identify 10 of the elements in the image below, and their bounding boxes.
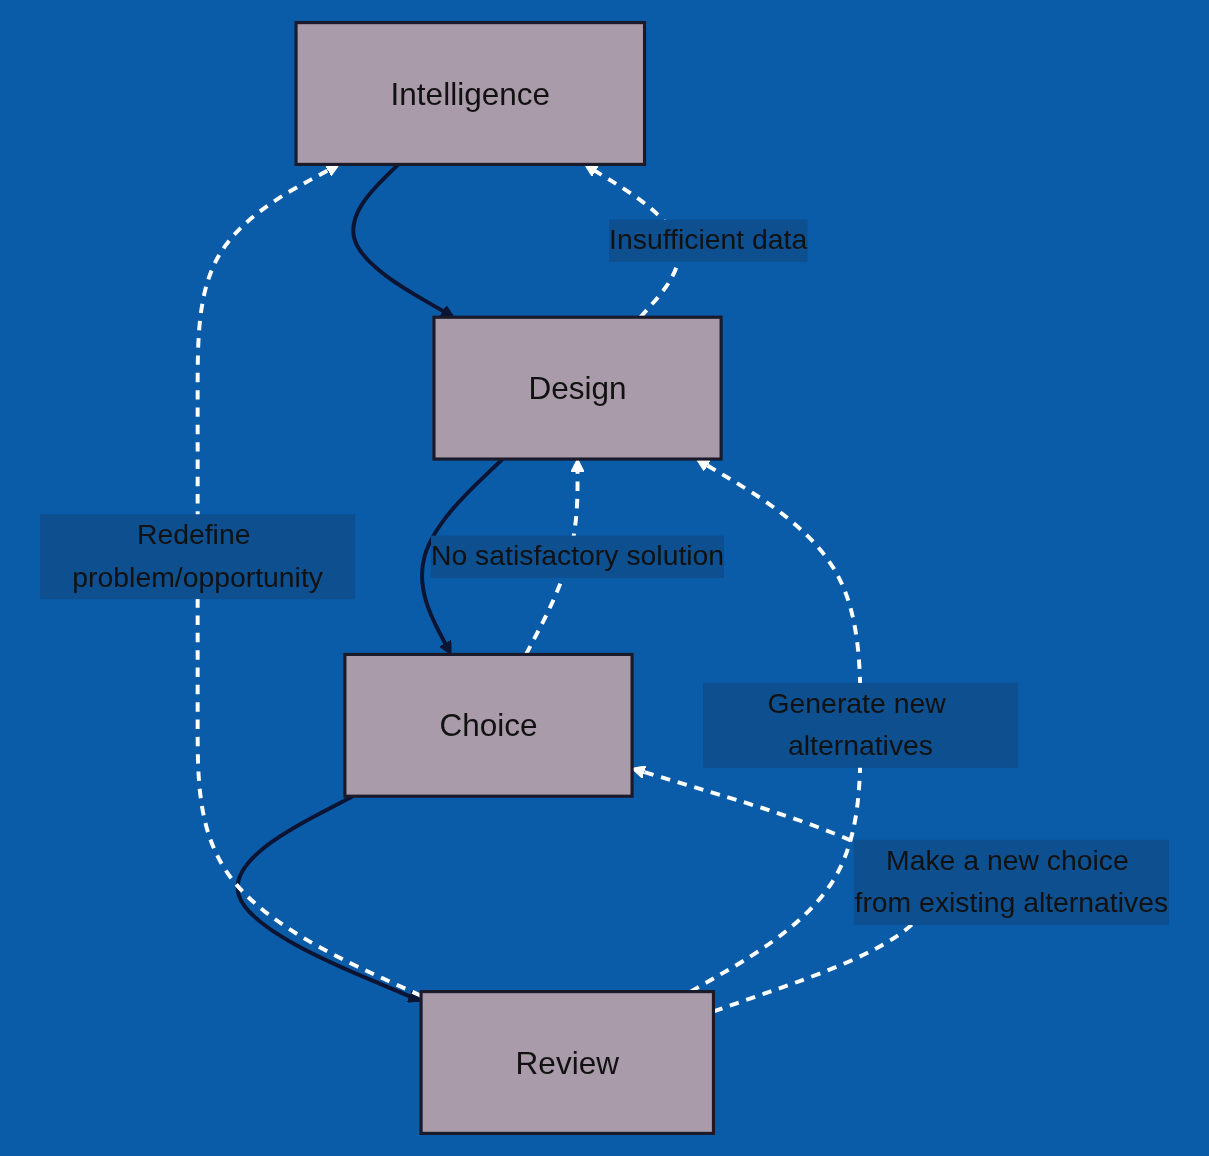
node-box <box>294 21 647 166</box>
edge-label: Generate new alternatives <box>767 687 946 762</box>
node-box <box>419 990 716 1135</box>
flowchart: Insufficient data No satisfactory solution Redefine problem/opportunity Generate new alternatives Make a new choice from existing alternatives Intelligence Design Choice Review <box>10 10 1199 1146</box>
edge-label: Insufficient data <box>609 224 808 256</box>
edge-label: No satisfactory solution <box>430 540 725 572</box>
node-box <box>343 652 634 798</box>
node-box <box>432 315 723 461</box>
edge-label: Make a new choice from existing alternatives <box>854 844 1169 919</box>
edge-label: Redefine problem/opportunity <box>72 518 323 593</box>
